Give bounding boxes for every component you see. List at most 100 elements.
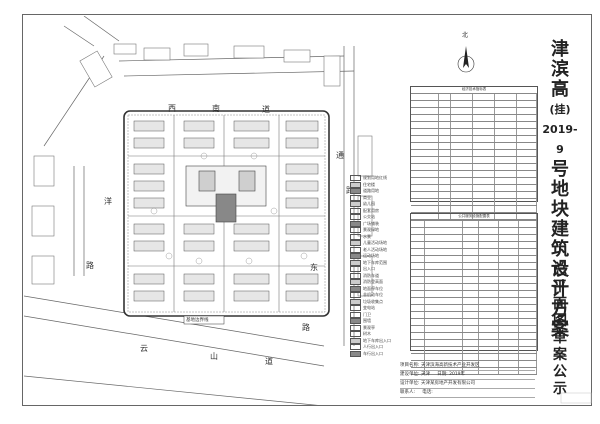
title-char: 设: [551, 259, 569, 280]
table-cell: [411, 284, 426, 290]
table-cell: [463, 361, 479, 367]
table-cell: [451, 164, 474, 170]
road-label-top-2: 南: [212, 104, 220, 113]
table-row: [411, 235, 537, 242]
legend-swatch-icon: [350, 220, 361, 227]
table-cell: [463, 228, 479, 234]
table-cell: [495, 115, 517, 121]
table-cell: [411, 235, 426, 241]
table-cell: [411, 192, 439, 198]
legend-label: 儿童活动场地: [363, 240, 387, 246]
table-cell: [439, 213, 452, 219]
table-row: [411, 122, 537, 129]
table-cell: [499, 228, 519, 234]
table-cell: [519, 242, 537, 248]
table-cell: [411, 277, 426, 283]
legend-label: 出入口: [363, 266, 375, 272]
table-cell: [439, 108, 452, 114]
legend-item: 变电站: [350, 305, 408, 312]
table-cell: [473, 213, 495, 219]
legend-swatch-icon: [350, 272, 361, 279]
legend: 规划用地红线住宅楼道路用地商业幼儿园配套用房公交站广场铺装景观绿地水景儿童活动场…: [350, 175, 408, 357]
table-cell: [451, 108, 474, 114]
table-cell: [479, 270, 499, 276]
table-row: [411, 277, 537, 284]
table-cell: [411, 263, 426, 269]
table-cell: [451, 101, 474, 107]
legend-swatch-icon: [350, 305, 361, 312]
table-cell: [499, 347, 519, 353]
table-cell: [473, 185, 495, 191]
table-cell: [411, 136, 439, 142]
legend-item: 消防车道: [350, 272, 408, 280]
table-cell: [517, 206, 537, 212]
table-cell: [439, 192, 452, 198]
contact-row: 联系人: 电话:: [400, 389, 535, 398]
table-cell: [411, 171, 439, 177]
table-cell: [519, 263, 537, 269]
project-name-value: 天津滨海高新技术产业开发区: [420, 363, 480, 368]
contact-label: 联系人:: [400, 390, 416, 395]
table-cell: [499, 235, 519, 241]
title-char: 筑: [551, 239, 569, 260]
table-cell: [463, 312, 479, 318]
table-cell: [463, 284, 479, 290]
road-label-right-3: 东: [310, 263, 318, 272]
table-cell: [451, 171, 474, 177]
table-cell: [519, 249, 537, 255]
table-cell: [463, 319, 479, 325]
table-cell: [479, 242, 499, 248]
table-cell: [463, 221, 479, 227]
table-cell: [473, 192, 495, 198]
table-cell: [425, 256, 463, 262]
table-row: [411, 185, 537, 192]
table-cell: [425, 319, 463, 325]
date-label: 日期:: [437, 372, 448, 377]
table-cell: [411, 305, 426, 311]
table-cell: [425, 361, 463, 367]
table-cell: [463, 235, 479, 241]
table-cell: [517, 192, 537, 198]
legend-swatch-icon: [350, 194, 361, 201]
title-char: 滨: [551, 59, 569, 80]
subtitle-char: 图: [553, 313, 567, 329]
table-cell: [451, 185, 474, 191]
table-cell: [495, 136, 517, 142]
legend-label: 水景: [363, 233, 371, 239]
legend-label: 配套用房: [363, 207, 379, 213]
road-label-top-1: 西: [168, 104, 176, 113]
legend-item: 地面停车位: [350, 285, 408, 293]
table-row: [411, 178, 537, 185]
table-cell: [479, 256, 499, 262]
table-cell: [499, 291, 519, 297]
title-char: 号: [551, 159, 569, 180]
table-row: [411, 143, 537, 150]
legend-swatch-icon: [350, 279, 361, 286]
legend-swatch-icon: [350, 253, 361, 260]
table-cell: [473, 171, 495, 177]
table-row: [411, 312, 537, 319]
table-cell: [425, 263, 463, 269]
table-cell: [479, 361, 499, 367]
table-cell: [411, 157, 439, 163]
table-cell: [479, 305, 499, 311]
table-row: [411, 319, 537, 326]
table-cell: [411, 242, 426, 248]
table-cell: [517, 129, 537, 135]
table-cell: [463, 368, 479, 374]
table-cell: [495, 213, 517, 219]
table-cell: [499, 256, 519, 262]
table-cell: [519, 326, 537, 332]
table-cell: [425, 291, 463, 297]
subtitle-char: 平: [553, 279, 567, 295]
table-cell: [473, 122, 495, 128]
facility-table-title: 公共服务设施配置表: [458, 214, 490, 218]
title-char: 块: [551, 199, 569, 220]
legend-item: 幼儿园: [350, 201, 408, 208]
table-cell: [479, 312, 499, 318]
date-value: 2019年: [449, 372, 466, 377]
table-cell: [519, 305, 537, 311]
table-cell: [473, 136, 495, 142]
table-cell: [439, 199, 452, 205]
